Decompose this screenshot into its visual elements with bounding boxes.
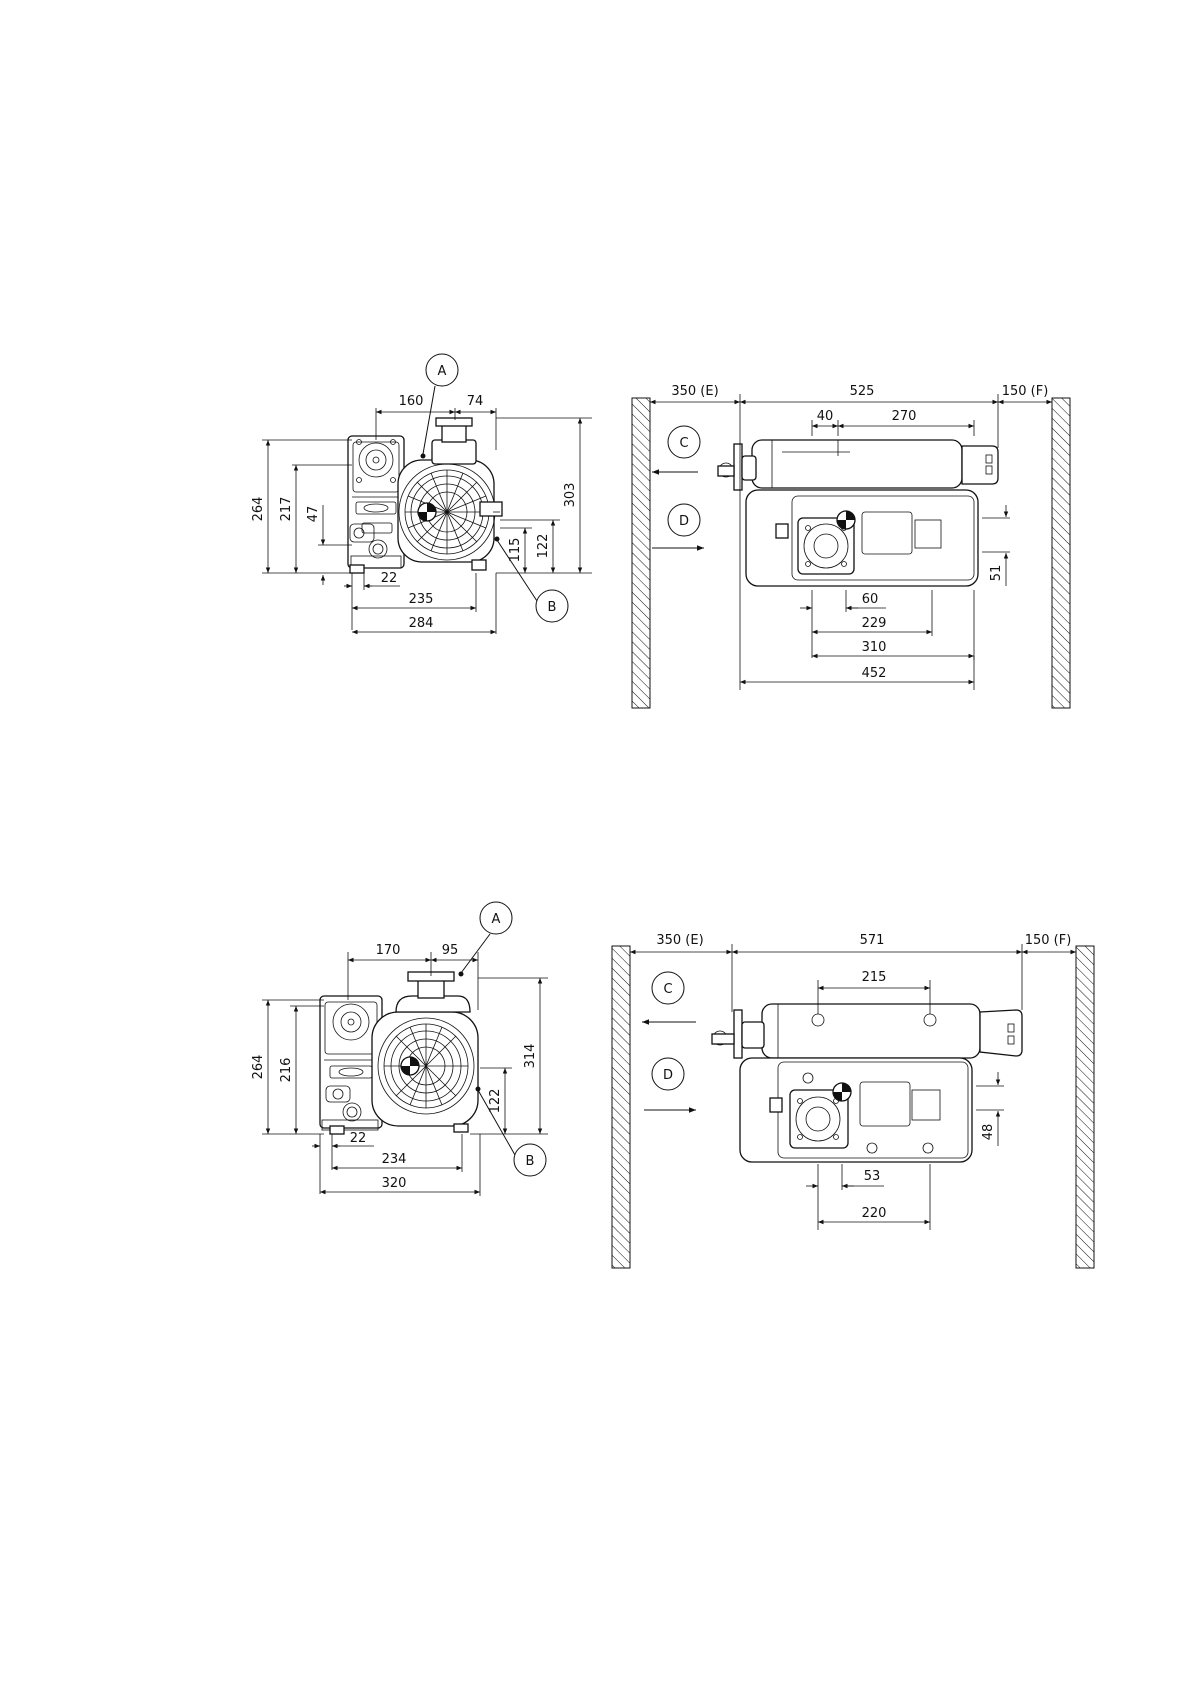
- callout-c-label: C: [663, 982, 672, 997]
- dim-229: 229: [862, 616, 887, 631]
- bottom-front-view: A B 170 95 264 216 314: [251, 902, 548, 1196]
- top-side-pump-body: [718, 440, 998, 586]
- callout-d-label: D: [679, 514, 689, 529]
- dim-350e: 350 (E): [671, 384, 718, 399]
- dim-150f: 150 (F): [1025, 933, 1072, 948]
- dim-74: 74: [467, 394, 484, 409]
- dim-264: 264: [251, 497, 266, 522]
- callout-b-label: B: [526, 1154, 535, 1169]
- dim-53: 53: [864, 1169, 881, 1184]
- top-side-view: C D 350 (E) 525 150 (F) 40 270: [632, 384, 1070, 708]
- bottom-side-pump-body: [712, 1004, 1022, 1162]
- dim-47: 47: [306, 506, 321, 523]
- bottom-wall-left: [612, 946, 630, 1268]
- dim-350e: 350 (E): [656, 933, 703, 948]
- bottom-wall-right: [1076, 946, 1094, 1268]
- dim-22: 22: [381, 571, 398, 586]
- dim-220: 220: [862, 1206, 887, 1221]
- dim-160: 160: [399, 394, 424, 409]
- dim-314: 314: [523, 1044, 538, 1069]
- dim-303: 303: [563, 483, 578, 508]
- dim-217: 217: [279, 497, 294, 522]
- dim-310: 310: [862, 640, 887, 655]
- top-wall-left: [632, 398, 650, 708]
- bottom-side-view: C D 350 (E) 571 150 (F) 215 48: [612, 933, 1094, 1268]
- dim-452: 452: [862, 666, 887, 681]
- dim-40: 40: [817, 409, 834, 424]
- dim-525: 525: [850, 384, 875, 399]
- dim-320: 320: [382, 1176, 407, 1191]
- dim-215: 215: [862, 970, 887, 985]
- callout-a-label: A: [492, 912, 501, 927]
- callout-c-label: C: [679, 436, 688, 451]
- dim-571: 571: [860, 933, 885, 948]
- dim-270: 270: [892, 409, 917, 424]
- dim-95: 95: [442, 943, 459, 958]
- dim-170: 170: [376, 943, 401, 958]
- dim-22: 22: [350, 1131, 367, 1146]
- dim-216: 216: [279, 1058, 294, 1083]
- top-wall-right: [1052, 398, 1070, 708]
- dim-51: 51: [989, 565, 1004, 582]
- dim-115: 115: [508, 538, 523, 563]
- dim-264: 264: [251, 1055, 266, 1080]
- dim-122: 122: [488, 1089, 503, 1114]
- dim-235: 235: [409, 592, 434, 607]
- callout-b-label: B: [548, 600, 557, 615]
- callout-d-label: D: [663, 1068, 673, 1083]
- top-front-view: A B 160 74 264 217 47: [251, 354, 592, 634]
- callout-a-label: A: [438, 364, 447, 379]
- dim-48: 48: [981, 1124, 996, 1141]
- bottom-front-pump-body: [320, 972, 478, 1134]
- dim-284: 284: [409, 616, 434, 631]
- dim-122: 122: [536, 534, 551, 559]
- dim-150f: 150 (F): [1002, 384, 1049, 399]
- dim-60: 60: [862, 592, 879, 607]
- dim-234: 234: [382, 1152, 407, 1167]
